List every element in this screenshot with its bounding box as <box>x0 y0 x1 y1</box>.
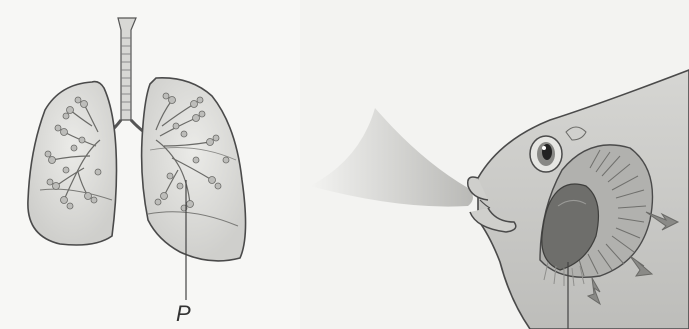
lungs-drawing <box>0 0 300 329</box>
fish-eye <box>530 136 562 172</box>
fish-gill-figure <box>300 0 689 329</box>
left-lung <box>28 82 117 245</box>
fish-drawing <box>300 0 689 329</box>
label-p: P <box>176 301 191 327</box>
water-flow <box>310 108 473 207</box>
lungs-figure: P <box>0 0 300 329</box>
